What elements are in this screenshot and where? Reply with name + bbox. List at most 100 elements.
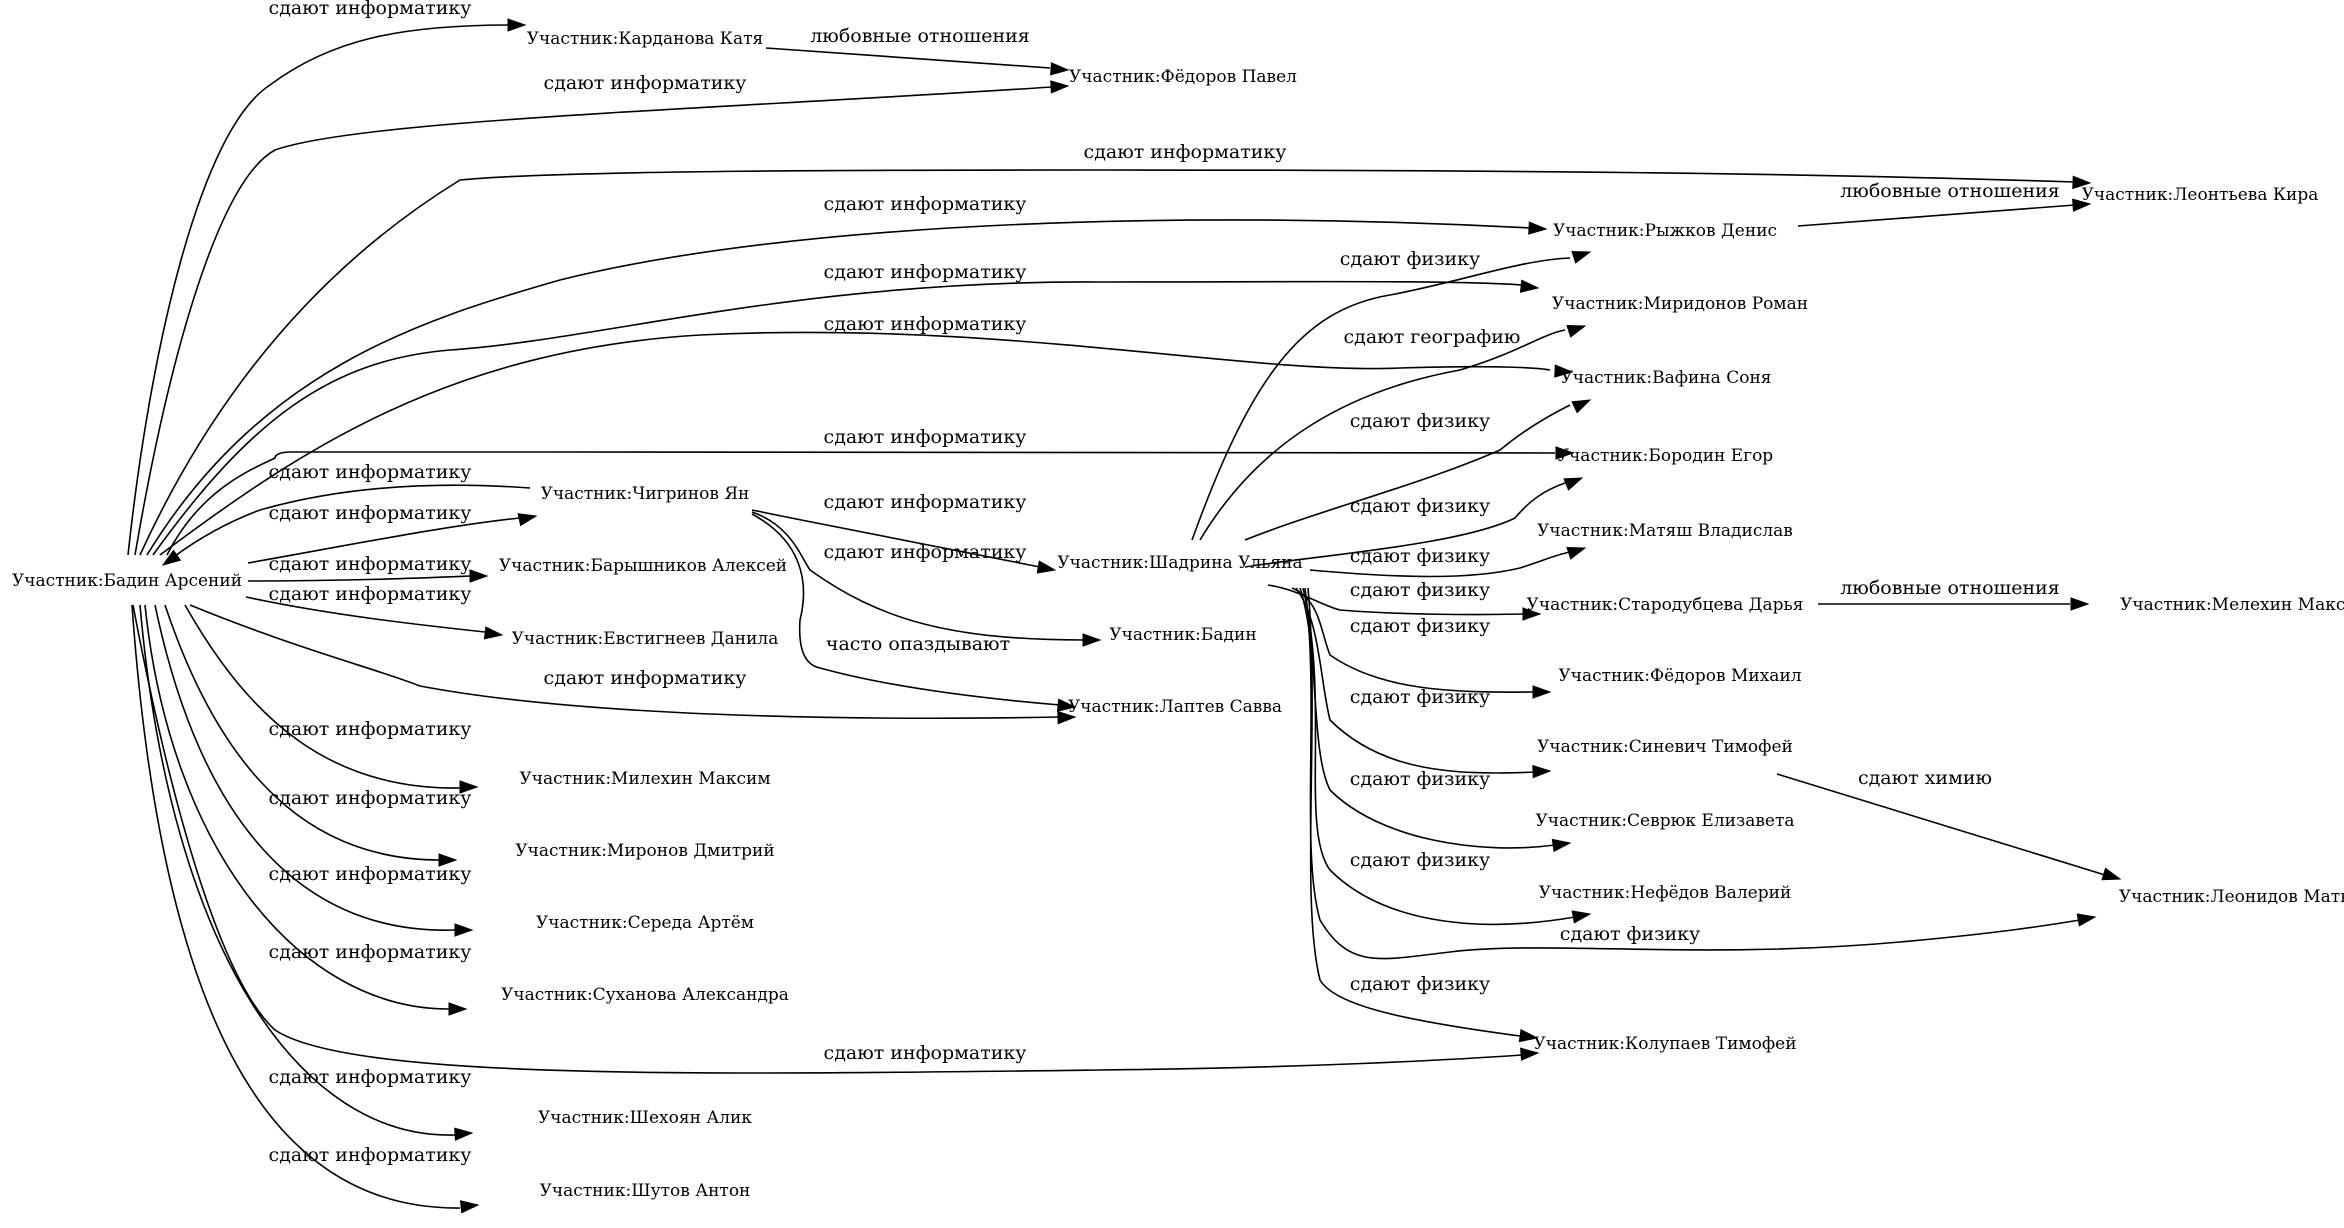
- edge-label: сдают химию: [1858, 767, 1992, 789]
- arrowhead-icon: [1566, 325, 1587, 338]
- node-matyash[interactable]: Участник:Матяш Владислав: [1537, 521, 1793, 541]
- edge-line: [184, 604, 461, 789]
- node-miridonov[interactable]: Участник:Миридонов Роман: [1552, 294, 1808, 314]
- arrowhead-icon: [454, 1127, 474, 1141]
- edge-badin-arseniy-to-sereda: сдают информатику: [154, 604, 474, 937]
- edge-badin-arseniy-to-ryzhkov: сдают информатику: [146, 193, 1548, 556]
- edge-label: сдают физику: [1350, 686, 1490, 708]
- arrowhead-icon: [2076, 913, 2097, 927]
- edge-badin-arseniy-to-sukhanova: сдают информатику: [144, 604, 471, 1016]
- arrowhead-icon: [459, 1200, 480, 1214]
- edge-shadrina-to-matyash: сдают физику: [1309, 545, 1587, 578]
- node-nefedov[interactable]: Участник:Нефёдов Валерий: [1539, 883, 1792, 903]
- edge-line: [127, 24, 511, 556]
- node-starodubtseva[interactable]: Участник:Стародубцева Дарья: [1527, 595, 1804, 615]
- arrowhead-icon: [1555, 446, 1575, 460]
- edge-line: [1244, 482, 1566, 568]
- node-chigrinov[interactable]: Участник:Чигринов Ян: [541, 484, 750, 504]
- edge-line: [139, 169, 2076, 556]
- arrowhead-icon: [517, 513, 538, 527]
- edge-line: [164, 604, 441, 861]
- node-vafina[interactable]: Участник:Вафина Соня: [1560, 368, 1771, 388]
- arrowhead-icon: [1518, 1028, 1539, 1043]
- node-shutov[interactable]: Участник:Шутов Антон: [540, 1181, 751, 1201]
- node-leonidov[interactable]: Участник:Леонидов Матвей: [2119, 887, 2344, 907]
- node-ryzhkov[interactable]: Участник:Рыжков Денис: [1553, 221, 1777, 241]
- edge-label: сдают информатику: [269, 1066, 472, 1088]
- edge-label: сдают информатику: [824, 261, 1027, 283]
- arrowhead-icon: [2072, 175, 2092, 190]
- node-milekhin[interactable]: Участник:Милехин Максим: [519, 769, 770, 789]
- arrowhead-icon: [1519, 279, 1540, 293]
- edge-shadrina-to-nefedov: сдают физику: [1302, 587, 1592, 926]
- edge-label: любовные отношения: [1840, 180, 2060, 202]
- edge-label: сдают информатику: [269, 553, 472, 575]
- edge-kardanova-to-fedorov-pavel: любовные отношения: [765, 25, 1070, 76]
- node-badin-arseniy[interactable]: Участник:Бадин Арсений: [12, 571, 242, 591]
- edge-label: сдают информатику: [269, 502, 472, 524]
- edge-line: [1199, 329, 1566, 541]
- edge-label: сдают физику: [1350, 768, 1490, 790]
- edge-line: [132, 604, 1523, 1074]
- node-shekhoyan[interactable]: Участник:Шехоян Алик: [538, 1108, 752, 1128]
- edge-badin-arseniy-to-chigrinov: сдают информатику: [247, 502, 538, 564]
- edge-label: сдают физику: [1340, 248, 1480, 270]
- node-evstigneev[interactable]: Участник:Евстигнеев Данила: [512, 629, 779, 649]
- edge-line: [751, 513, 1061, 706]
- arrowhead-icon: [2070, 597, 2090, 611]
- edge-label: сдают информатику: [824, 313, 1027, 335]
- arrowhead-icon: [1057, 710, 1077, 725]
- node-fedorov-pavel[interactable]: Участник:Фёдоров Павел: [1069, 67, 1297, 87]
- edge-label: сдают информатику: [824, 541, 1027, 563]
- edge-label: сдают физику: [1350, 849, 1490, 871]
- edge-label: сдают информатику: [269, 461, 472, 483]
- arrowhead-icon: [2072, 198, 2092, 212]
- node-sevryuk[interactable]: Участник:Севрюк Елизавета: [1535, 811, 1794, 831]
- edge-badin-arseniy-to-fedorov-pavel: сдают информатику: [134, 72, 1070, 556]
- edge-shadrina-to-kolupaev: сдают физику: [1307, 587, 1539, 1043]
- node-shadrina[interactable]: Участник:Шадрина Ульяна: [1057, 553, 1302, 573]
- edge-label: любовные отношения: [810, 25, 1030, 47]
- node-badin[interactable]: Участник:Бадин: [1109, 625, 1256, 645]
- edge-label: сдают информатику: [544, 72, 747, 94]
- node-leontyeva[interactable]: Участник:Леонтьева Кира: [2082, 185, 2319, 205]
- arrowhead-icon: [469, 569, 489, 583]
- node-kolupaev[interactable]: Участник:Колупаев Тимофей: [1533, 1034, 1796, 1054]
- arrowhead-icon: [1522, 607, 1542, 621]
- edge-label: сдают физику: [1350, 579, 1490, 601]
- node-laptev[interactable]: Участник:Лаптев Савва: [1068, 697, 1282, 717]
- edge-chigrinov-to-badin: сдают информатику: [751, 511, 1102, 647]
- arrowhead-icon: [507, 18, 527, 32]
- node-melekhin[interactable]: Участник:Мелехин Максим: [2120, 595, 2344, 615]
- edge-badin-arseniy-to-evstigneev: сдают информатику: [245, 583, 504, 640]
- edge-line: [166, 451, 1556, 556]
- node-sinevich[interactable]: Участник:Синевич Тимофей: [1537, 737, 1793, 757]
- arrowhead-icon: [1551, 838, 1572, 853]
- edge-badin-arseniy-to-laptev: сдают информатику: [189, 604, 1077, 725]
- edge-label: сдают информатику: [1084, 141, 1287, 163]
- arrowhead-icon: [1571, 251, 1592, 264]
- edge-shadrina-to-fedorov-mikhail: сдают физику: [1291, 587, 1552, 699]
- arrowhead-icon: [1566, 547, 1587, 560]
- edge-line: [1191, 257, 1571, 541]
- edge-line: [174, 484, 531, 557]
- node-borodin[interactable]: Участник:Бородин Егор: [1557, 446, 1774, 466]
- edge-label: сдают физику: [1350, 545, 1490, 567]
- edge-label: сдают информатику: [269, 1144, 472, 1166]
- edge-label: сдают информатику: [269, 718, 472, 740]
- node-sukhanova[interactable]: Участник:Суханова Александра: [501, 985, 789, 1005]
- node-baryshnikov[interactable]: Участник:Барышников Алексей: [499, 556, 787, 576]
- edge-line: [154, 604, 456, 931]
- edge-line: [751, 509, 1041, 568]
- node-fedorov-mikhail[interactable]: Участник:Фёдоров Михаил: [1558, 666, 1801, 686]
- arrowhead-icon: [483, 626, 504, 640]
- edge-line: [1309, 551, 1571, 578]
- node-mironov[interactable]: Участник:Миронов Дмитрий: [515, 841, 774, 861]
- node-kardanova[interactable]: Участник:Карданова Катя: [527, 29, 763, 49]
- edge-badin-arseniy-to-vafina: сдают информатику: [159, 313, 1574, 556]
- edge-label: сдают информатику: [824, 491, 1027, 513]
- edge-label: сдают физику: [1560, 923, 1700, 945]
- edge-label: сдают географию: [1344, 326, 1521, 348]
- arrowhead-icon: [1563, 477, 1584, 491]
- node-sereda[interactable]: Участник:Середа Артём: [536, 913, 754, 933]
